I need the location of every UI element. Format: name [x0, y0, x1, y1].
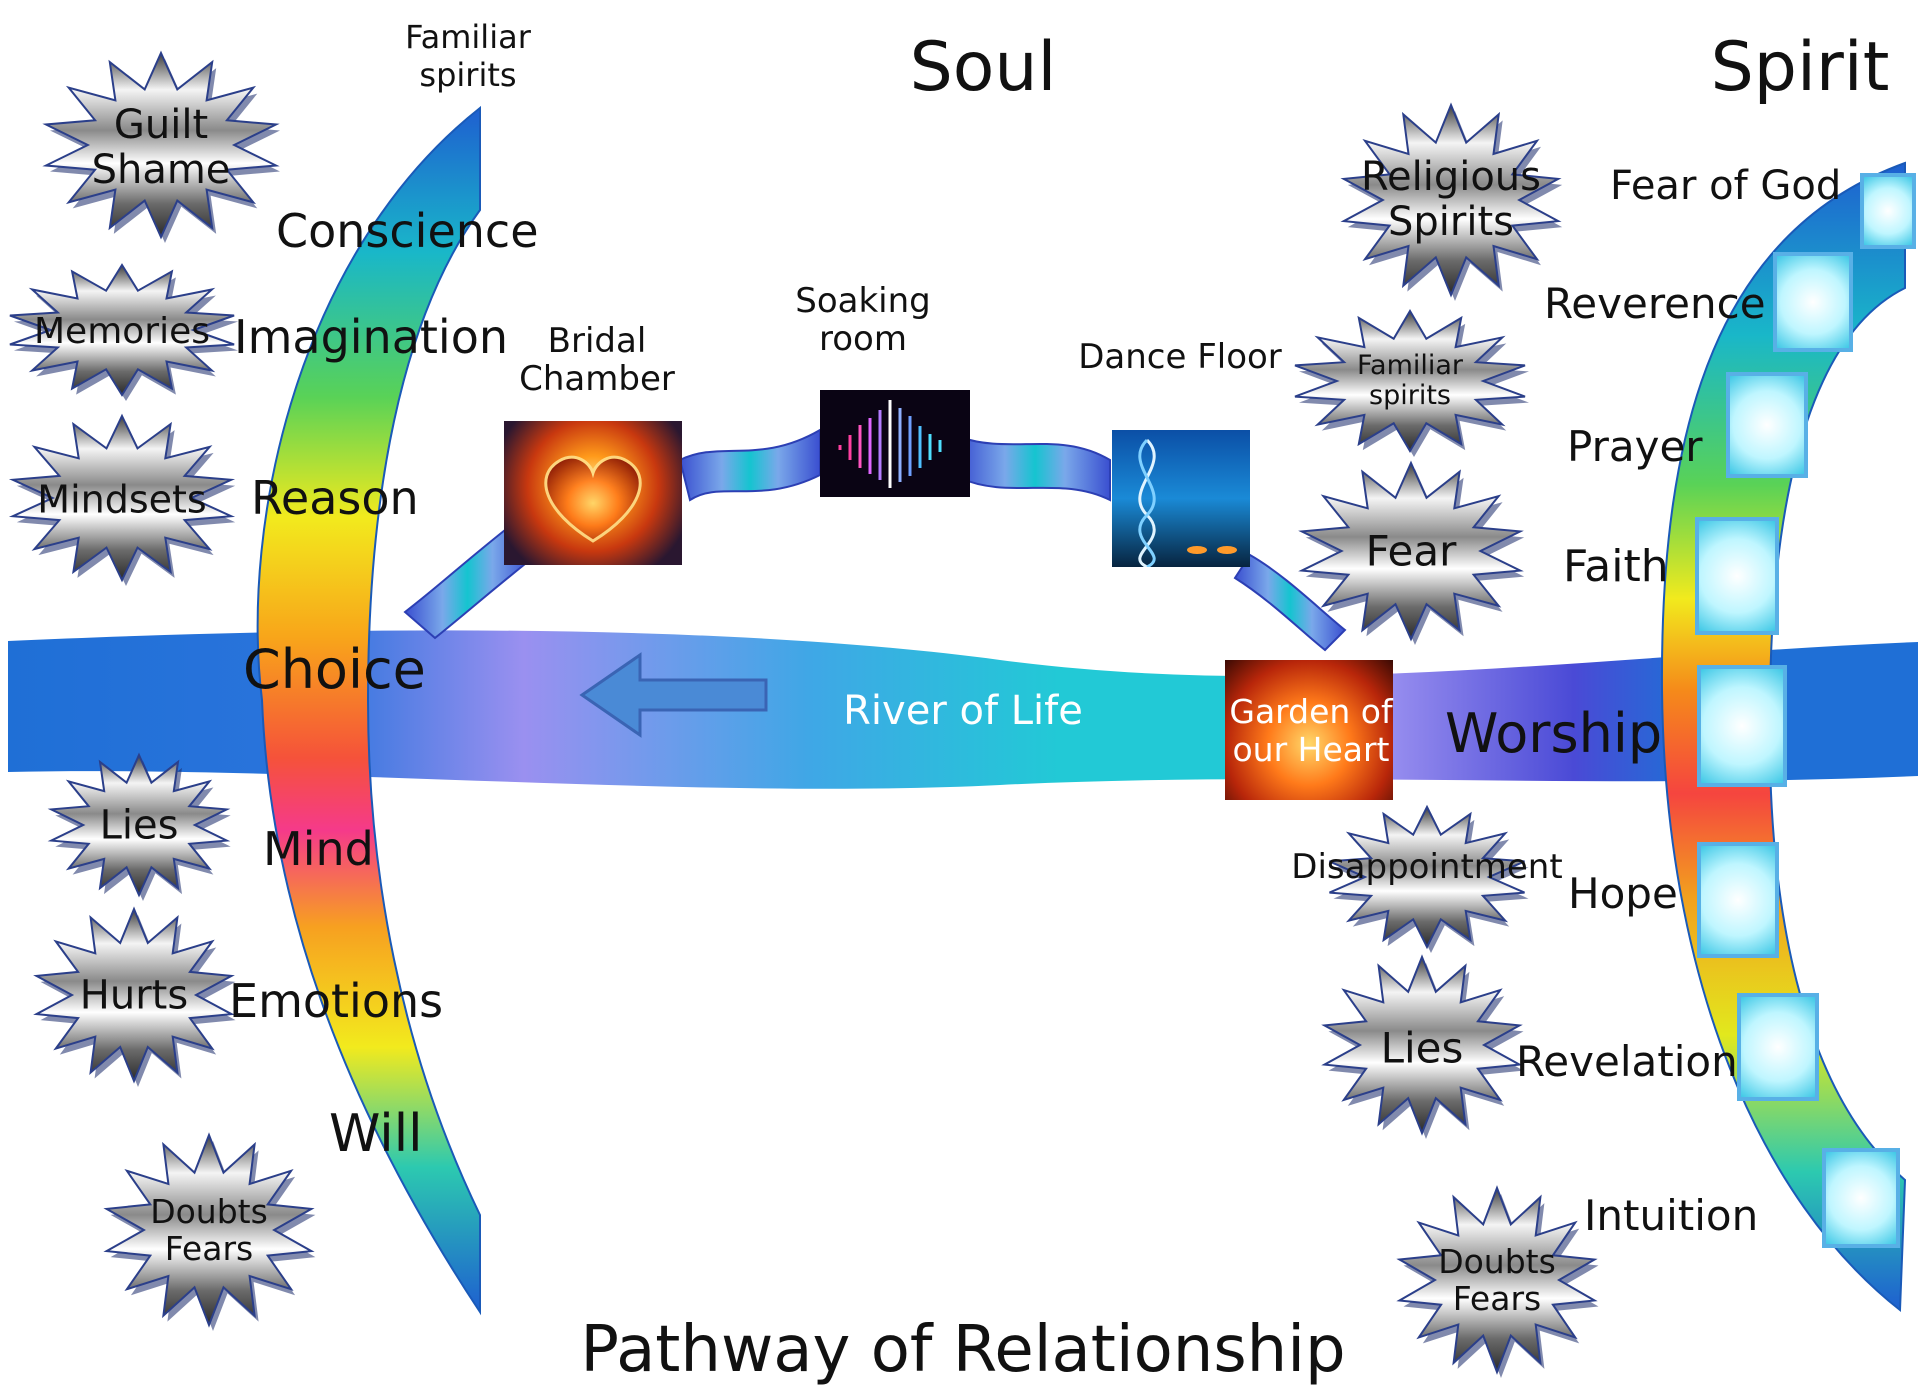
fear-of-god-label: Fear of God — [1610, 163, 1842, 209]
dance-floor-image — [1112, 430, 1250, 567]
dna-helix-icon — [1138, 438, 1237, 567]
door-hope — [1697, 842, 1779, 958]
soul-title: Soul — [909, 28, 1057, 107]
spirit-title: Spirit — [1710, 28, 1890, 107]
conscience-label: Conscience — [276, 204, 539, 258]
religious-spirits-burst — [1340, 102, 1562, 298]
memories-burst-label: Memories — [33, 310, 211, 352]
fear-burst-label: Fear — [1365, 526, 1457, 576]
religious-spirits-burst-label: Religious Spirits — [1361, 154, 1541, 245]
soul-rainbow-arc — [256, 105, 481, 1316]
fear-burst — [1298, 460, 1524, 642]
soaking-room-image — [820, 390, 970, 497]
dance-floor-label: Dance Floor — [1078, 337, 1282, 377]
river-direction-arrow — [579, 652, 768, 738]
imagination-label: Imagination — [234, 310, 509, 364]
reason-label: Reason — [251, 471, 419, 525]
lies-burst-right — [1321, 954, 1523, 1136]
flaming-heart-icon — [544, 455, 642, 543]
intuition-label: Intuition — [1584, 1191, 1759, 1240]
lies-burst-left — [47, 752, 231, 898]
pathway-ribbons — [403, 428, 1347, 652]
garden-of-heart-image — [1225, 660, 1393, 800]
bridal-chamber-image — [504, 421, 682, 565]
disappointment-burst-label: Disappointment — [1291, 846, 1563, 887]
guilt-shame-burst-label: Guilt Shame — [91, 102, 231, 193]
hurts-burst — [33, 906, 235, 1084]
prayer-label: Prayer — [1567, 422, 1703, 471]
hurts-burst-label: Hurts — [79, 972, 189, 1019]
door-intuition — [1822, 1148, 1900, 1248]
familiar-spirits-label-top: Familiar spirits — [405, 18, 531, 94]
door-worship — [1697, 665, 1787, 787]
choice-label: Choice — [243, 638, 426, 701]
bridal-chamber-label: Bridal Chamber — [519, 321, 675, 399]
door-reverence — [1773, 252, 1853, 352]
revelation-label: Revelation — [1516, 1037, 1738, 1086]
river-of-life-band — [8, 630, 1918, 789]
hope-label: Hope — [1568, 869, 1678, 918]
lies-burst-label-right: Lies — [1380, 1023, 1464, 1073]
reverence-label: Reverence — [1544, 279, 1766, 328]
familiar-spirits-burst — [1294, 309, 1526, 453]
doubts-fears-burst-left — [103, 1132, 315, 1328]
garden-of-heart-label: Garden of our Heart — [1229, 692, 1393, 769]
lies-burst-label-left: Lies — [99, 802, 179, 849]
memories-burst — [9, 263, 235, 397]
mindsets-burst-label: Mindsets — [37, 477, 207, 522]
sound-wave-icon — [838, 400, 942, 488]
disappointment-burst — [1329, 804, 1525, 950]
door-fear-of-god — [1860, 173, 1916, 249]
guilt-shame-burst — [42, 50, 280, 240]
mindsets-burst — [8, 413, 236, 583]
spirit-rainbow-arc — [1660, 161, 1907, 1312]
doubts-fears-burst-right — [1396, 1185, 1598, 1375]
soaking-room-label: Soaking room — [795, 281, 931, 359]
faith-label: Faith — [1563, 541, 1669, 592]
worship-label: Worship — [1445, 702, 1663, 765]
pathway-title: Pathway of Relationship — [580, 1313, 1346, 1387]
door-revelation — [1737, 993, 1819, 1101]
doubts-fears-burst-label-right: Doubts Fears — [1438, 1242, 1556, 1318]
door-faith — [1695, 517, 1779, 635]
river-of-life-label: River of Life — [843, 688, 1083, 734]
doubts-fears-burst-label-left: Doubts Fears — [150, 1192, 268, 1268]
will-label: Will — [329, 1104, 423, 1164]
door-prayer — [1726, 372, 1808, 478]
familiar-spirits-burst-label: Familiar spirits — [1356, 349, 1464, 411]
mind-label: Mind — [263, 822, 374, 876]
emotions-label: Emotions — [229, 974, 444, 1028]
